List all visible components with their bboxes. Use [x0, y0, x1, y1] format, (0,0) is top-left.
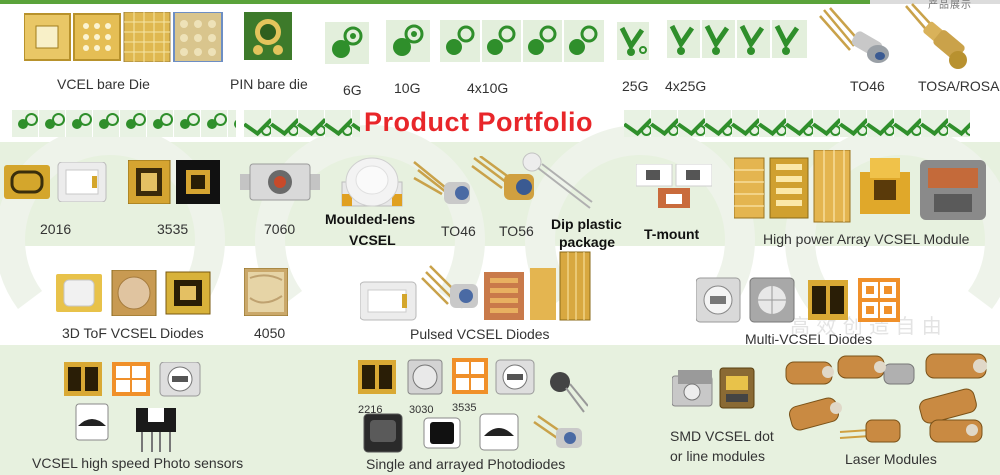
- chip-4x25g-image: [667, 20, 807, 58]
- left-v-chip-strip: [244, 110, 360, 137]
- chip-25g-image: [617, 22, 649, 60]
- package-2016-label: 2016: [40, 221, 72, 237]
- package-3030-label: 3030: [409, 404, 434, 416]
- package-7060-label: 7060: [264, 221, 296, 237]
- to46-can-image: [818, 6, 890, 74]
- dip-plastic-image: [520, 150, 594, 212]
- chip-10g-image: [386, 20, 430, 62]
- right-v-chip-strip: [624, 110, 970, 137]
- to56-label: TO56: [499, 223, 534, 239]
- to46-label: TO46: [850, 78, 885, 94]
- to46-row2-label: TO46: [441, 223, 476, 239]
- package-2016-images: [4, 161, 108, 203]
- photodiodes-images: [356, 356, 589, 456]
- laser-modules-label: Laser Modules: [845, 451, 937, 467]
- tosa-rosa-image: [900, 2, 972, 74]
- photo-sensors-label: VCSEL high speed Photo sensors: [32, 455, 244, 471]
- to46-row2-image: [412, 160, 476, 212]
- multi-vcsel-label: Multi-VCSEL Diodes: [745, 331, 873, 347]
- laser-modules-image: [780, 350, 996, 450]
- tof-vcsel-images: [56, 269, 214, 317]
- package-3535-images: [127, 159, 220, 205]
- pin-bare-die-label: PIN bare die: [230, 76, 308, 92]
- pulsed-vcsel-label: Pulsed VCSEL Diodes: [410, 326, 550, 342]
- chip-4x25g-label: 4x25G: [665, 78, 707, 94]
- smd-vcsel-label-1: SMD VCSEL dot: [670, 428, 774, 444]
- smd-vcsel-modules-image: [671, 366, 758, 412]
- multi-vcsel-images: [695, 276, 902, 324]
- package-4050-label: 4050: [254, 325, 286, 341]
- vcsel-bare-die-images: [23, 11, 224, 63]
- pulsed-vcsel-images: [359, 250, 592, 322]
- moulded-lens-label-1: Moulded-lens: [325, 211, 416, 227]
- dip-plastic-label-2: package: [559, 234, 616, 250]
- chip-6g-image: [325, 22, 369, 64]
- top-accent-bar: [0, 0, 1000, 4]
- smd-vcsel-label-2: or line modules: [670, 448, 765, 464]
- package-3535-label: 3535: [157, 221, 189, 237]
- high-power-array-image: [733, 149, 992, 226]
- chip-4x10g-image: [440, 20, 604, 62]
- pin-bare-die-image: [244, 12, 292, 60]
- package-2216-label: 2216: [358, 404, 383, 416]
- corner-text: 产品展示: [928, 0, 972, 11]
- package-3535-row4-label: 3535: [452, 402, 477, 414]
- t-mount-label: T-mount: [644, 226, 700, 242]
- package-4050-image: [243, 267, 289, 317]
- package-7060-image: [240, 162, 320, 202]
- chip-25g-label: 25G: [622, 78, 649, 94]
- moulded-lens-image: [338, 152, 406, 208]
- tosa-rosa-label: TOSA/ROSA: [918, 78, 1000, 94]
- chip-6g-label: 6G: [343, 82, 362, 98]
- chip-4x10g-label: 4x10G: [467, 80, 509, 96]
- moulded-lens-label-2: VCSEL: [349, 232, 396, 248]
- photo-sensors-images: [64, 361, 204, 452]
- vcsel-bare-die-label: VCEL bare Die: [57, 76, 150, 92]
- photodiodes-label: Single and arrayed Photodiodes: [366, 456, 566, 472]
- tof-vcsel-label: 3D ToF VCSEL Diodes: [62, 325, 204, 341]
- left-chip-strip: [12, 110, 236, 137]
- page-title: Product Portfolio: [364, 107, 593, 137]
- t-mount-image: [635, 163, 713, 208]
- high-power-array-label: High power Array VCSEL Module: [763, 231, 970, 247]
- chip-10g-label: 10G: [394, 80, 421, 96]
- to56-image: [470, 154, 542, 212]
- dip-plastic-label-1: Dip plastic: [551, 216, 622, 232]
